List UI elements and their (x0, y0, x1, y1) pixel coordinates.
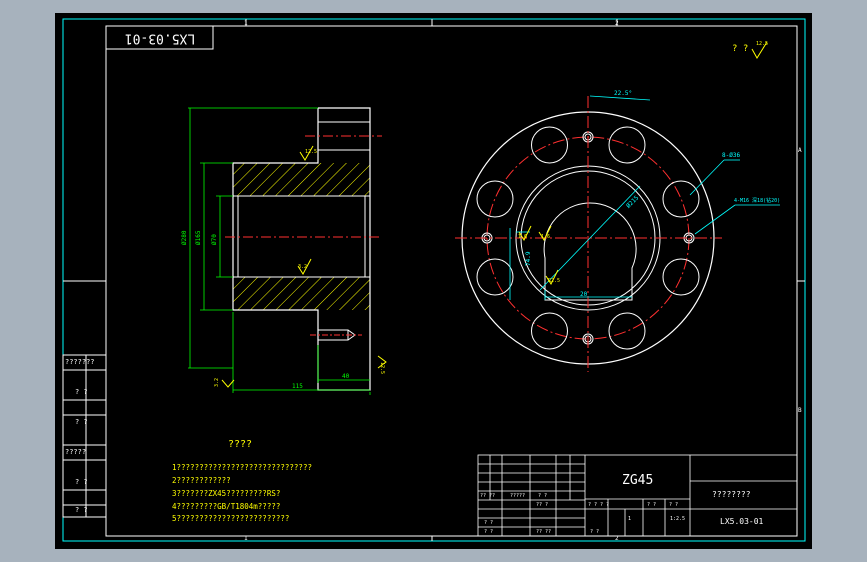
cell-r3a: ? ? (484, 529, 493, 535)
roughness-symbol-4 (377, 355, 387, 369)
dim-small-roughness-2: 1.6 (541, 234, 550, 240)
cell-r2a: ? ? (484, 520, 493, 526)
left-strip-label-2: ? ? (75, 388, 88, 396)
roughness-value-3: 3.2 (214, 378, 220, 387)
callout-threads: 4-M16 深18(钻20) (734, 197, 780, 204)
dim-angle: 22.5° (614, 90, 632, 97)
roughness-symbol-5 (518, 225, 532, 242)
dim-key-chamfer: R2.5 (548, 278, 560, 284)
part-name: ???????? (712, 490, 751, 499)
drawing-number-top: LX5.03-01 (125, 31, 195, 46)
corner-roughness-prefix: ? ? (732, 44, 748, 54)
drawing-sheet (55, 13, 812, 549)
cell-s5: 1 (628, 516, 631, 522)
top-number-box (105, 25, 214, 50)
cell-r2b: ?? ? (536, 502, 548, 508)
end-view: 22.5° Ø215 74.9 20 8-Ø36 4-M16 深18(钻20) … (455, 90, 780, 372)
note-line-2: 2???????????? (172, 476, 231, 485)
roughness-value-1: 12.5 (305, 149, 317, 155)
drawing-number: LX5.03-01 (720, 517, 764, 526)
notes-heading: ???? (228, 439, 252, 450)
section-hatch-lower (233, 277, 370, 310)
roughness-symbol-7 (545, 269, 559, 286)
roughness-symbol-1 (299, 145, 314, 161)
cell-r1b: ????? (510, 493, 525, 499)
left-strip: ??????? ? ? ? ? ????? ? ? ? ? (62, 354, 107, 518)
note-line-3: 3???????ZX45?????????RS? (172, 489, 280, 498)
cell-s3: ? ? (669, 502, 678, 508)
note-line-4: 4?????????GB/T1804m????? (172, 502, 280, 511)
section-outline (232, 107, 371, 391)
corner-roughness-value: 12.5 (756, 41, 768, 47)
roughness-symbol-6 (538, 225, 552, 242)
callout-holes: 8-Ø36 (722, 152, 740, 159)
cell-r1a: ?? ?? (480, 493, 495, 499)
left-strip-label-6: ? ? (75, 506, 88, 514)
ref-bottom-1: 1 (244, 535, 248, 542)
outer-frame (62, 18, 806, 542)
material-label: ZG45 (622, 473, 653, 488)
note-line-5: 5????????????????????????? (172, 514, 289, 523)
section-view: Ø280 Ø165 Ø70 115 40 12.5 3.2 3.2 12.5 (181, 107, 387, 395)
left-strip-label-4: ????? (65, 448, 86, 456)
roughness-value-2: 3.2 (298, 264, 307, 270)
title-block (477, 454, 798, 537)
dim-hub-dia: Ø165 (195, 230, 202, 245)
left-strip-label-5: ? ? (75, 478, 88, 486)
bore-with-keyway (543, 202, 637, 301)
roughness-symbol-2 (297, 258, 312, 275)
dim-outer-dia: Ø280 (181, 230, 188, 245)
large-holes (476, 126, 700, 350)
roughness-value-4: 12.5 (379, 362, 385, 374)
left-strip-label-1: ??????? (65, 358, 95, 366)
ref-top-1: 1 (244, 20, 248, 27)
dim-flange-width: 40 (342, 373, 350, 380)
ref-top-2: 2 (615, 20, 619, 27)
left-strip-label-3: ? ? (75, 418, 88, 426)
cell-r3b: ?? ?? (536, 529, 551, 535)
roughness-symbol-3 (221, 379, 235, 388)
dim-bore-dia: Ø70 (211, 234, 218, 245)
cell-s4: ? ? (590, 529, 599, 535)
cell-s1: ? ? ? ? (588, 502, 609, 508)
dim-total-length: 115 (292, 383, 303, 390)
ref-bottom-2: 2 (615, 535, 619, 542)
ref-right-B: B (798, 407, 802, 414)
cell-s2: ? ? (647, 502, 656, 508)
dim-small-roughness-1: 1.6 (518, 234, 527, 240)
dim-keyway-depth: 74.9 (525, 251, 532, 266)
ref-right-A: A (798, 147, 802, 154)
section-hatch-upper (233, 163, 370, 196)
technical-notes: ???? 1?????????????????????????????? 2??… (172, 439, 312, 523)
scale-value: 1:2.5 (670, 516, 685, 522)
note-line-1: 1?????????????????????????????? (172, 463, 312, 472)
corner-roughness-symbol (751, 41, 768, 59)
cell-r1c: ? ? (538, 493, 547, 499)
dim-keyway-width: 20 (580, 291, 588, 298)
